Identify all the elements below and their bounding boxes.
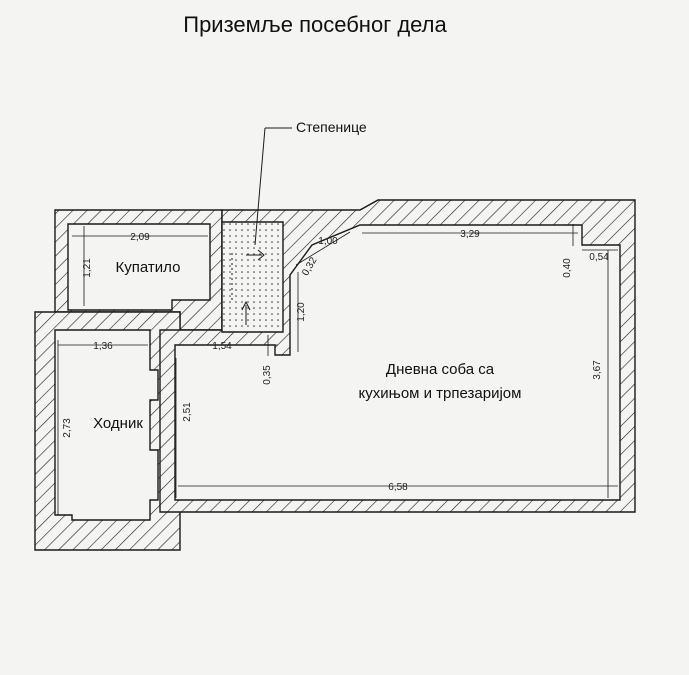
dim-hall-width: 1,36 — [93, 341, 113, 352]
stairs-leader — [254, 127, 292, 246]
living-label-line2: кухињом и трпезаријом — [359, 385, 522, 402]
dim-diag-wall: 1,00 — [318, 236, 338, 247]
bathroom-room — [67, 223, 211, 311]
hallway-label: Ходник — [93, 415, 143, 432]
dim-living-height-right: 3,67 — [592, 360, 603, 380]
dim-corner-width: 0,54 — [589, 252, 609, 263]
bathroom-label: Купатило — [116, 259, 181, 276]
page-title: Приземље посебног дела — [183, 12, 447, 37]
dim-entry-width: 1,54 — [212, 341, 232, 352]
dim-living-height-left: 2,51 — [182, 402, 193, 422]
rooms — [54, 221, 621, 521]
dim-bath-height: 1,21 — [82, 258, 93, 278]
dim-living-width: 6,58 — [388, 482, 408, 493]
living-label-line1: Дневна соба са — [386, 361, 495, 378]
dim-stair-wall: 1,20 — [296, 302, 307, 322]
dim-bath-width: 2,09 — [130, 232, 150, 243]
dim-entry-depth: 0,35 — [262, 365, 273, 385]
stairs-label: Степенице — [296, 119, 367, 135]
living-room — [174, 224, 621, 501]
dimension-lines — [57, 224, 618, 515]
dim-hall-height: 2,73 — [62, 418, 73, 438]
dim-top-wall: 3,29 — [460, 229, 480, 240]
stairs-area — [221, 221, 284, 333]
hallway-room — [54, 329, 159, 521]
dim-corner-height: 0,40 — [562, 258, 573, 278]
stairs-arrows — [231, 249, 265, 325]
